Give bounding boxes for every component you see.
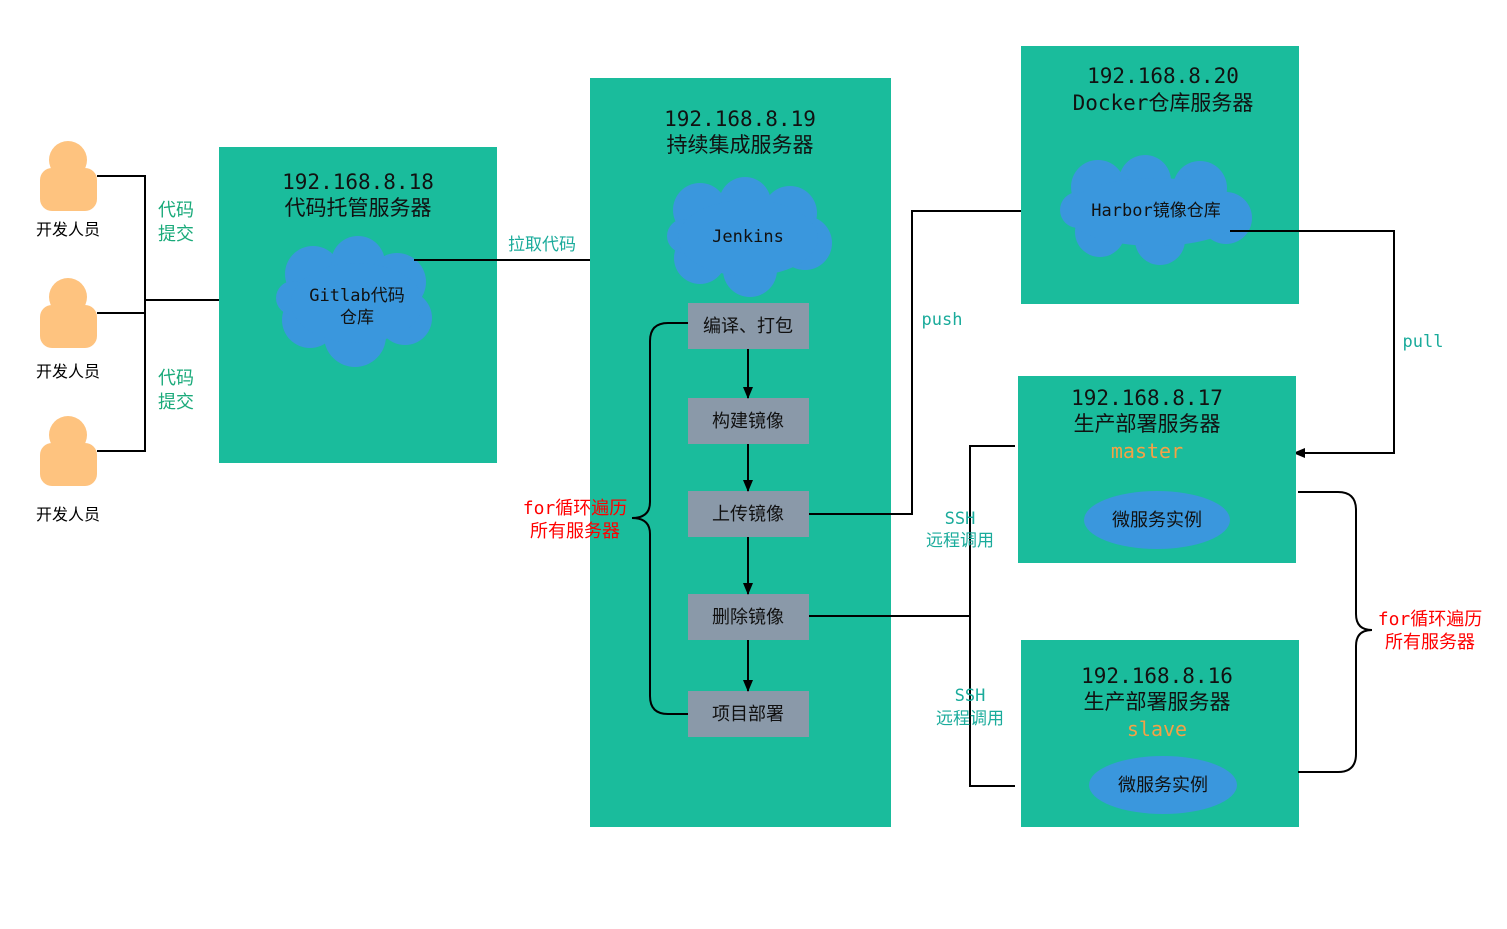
developer-1: 开发人员 (36, 141, 100, 239)
cloud-label: Harbor镜像仓库 (1091, 201, 1220, 221)
cloud-label: Jenkins (712, 227, 784, 247)
pull-code-label: 拉取代码 (508, 235, 576, 255)
step-compile-package (688, 303, 809, 349)
server-name: 代码托管服务器 (285, 196, 432, 220)
cloud-icon (276, 236, 432, 367)
pull-label: pull (1403, 332, 1444, 352)
instance-label: 微服务实例 (1118, 775, 1208, 796)
server-ip: 192.168.8.17 (1071, 386, 1223, 410)
step-label: 编译、打包 (703, 316, 793, 337)
loop-label-line2: 所有服务器 (530, 521, 620, 542)
gitlab-server: 192.168.8.18 代码托管服务器 Gitlab代码 仓库 (219, 147, 497, 463)
server-name: Docker仓库服务器 (1073, 91, 1254, 115)
step-label: 上传镜像 (712, 504, 784, 525)
microservice-instance (1089, 756, 1237, 814)
server-role: slave (1127, 717, 1187, 741)
commit-label-line1: 代码 (158, 368, 194, 389)
person-icon (40, 416, 97, 486)
ssh-label-line2: 远程调用 (936, 709, 1004, 729)
commit-label-line1: 代码 (158, 200, 194, 221)
server-ip: 192.168.8.16 (1081, 664, 1233, 688)
commit-label-line2: 提交 (158, 224, 194, 245)
ci-server: 192.168.8.19 持续集成服务器 Jenkins 编译、打包 构建镜像 … (590, 78, 891, 827)
ssh-label-line1: SSH (955, 686, 986, 706)
loop-label-line2: 所有服务器 (1385, 632, 1475, 653)
ssh-label-line1: SSH (945, 509, 976, 529)
loop-label-line1: for循环遍历 (1378, 609, 1483, 630)
ssh-connector (809, 445, 1015, 787)
developer-label: 开发人员 (36, 362, 100, 381)
instance-label: 微服务实例 (1112, 510, 1202, 531)
cloud-icon (667, 177, 832, 297)
person-icon (40, 141, 97, 211)
master-server: 192.168.8.17 生产部署服务器 master 微服务实例 (1018, 376, 1296, 563)
server-ip: 192.168.8.20 (1087, 64, 1239, 88)
loop-label-line1: for循环遍历 (523, 498, 628, 519)
developer-label: 开发人员 (36, 505, 100, 524)
docker-server: 192.168.8.20 Docker仓库服务器 Harbor镜像仓库 (1021, 46, 1299, 304)
slave-server: 192.168.8.16 生产部署服务器 slave 微服务实例 (1021, 640, 1299, 827)
server-role: master (1111, 439, 1183, 463)
microservice-instance (1084, 491, 1230, 549)
cloud-label-line1: Gitlab代码 (309, 286, 404, 306)
server-name: 生产部署服务器 (1074, 412, 1221, 436)
cloud-label-line2: 仓库 (340, 308, 374, 328)
developer-3: 开发人员 (36, 416, 100, 524)
loop-brace (1298, 491, 1373, 773)
push-label: push (922, 310, 963, 330)
ssh-label-line2: 远程调用 (926, 531, 994, 551)
step-delete-image (688, 594, 809, 640)
step-deploy-project (688, 691, 809, 737)
commit-label-line2: 提交 (158, 392, 194, 413)
person-icon (40, 278, 97, 348)
server-ip: 192.168.8.19 (664, 107, 816, 131)
server-name: 生产部署服务器 (1084, 690, 1231, 714)
server-name: 持续集成服务器 (667, 133, 814, 157)
developer-2: 开发人员 (36, 278, 100, 381)
step-build-image (688, 398, 809, 444)
step-upload-image (688, 491, 809, 537)
push-arrow (809, 206, 1063, 515)
server-ip: 192.168.8.18 (282, 170, 434, 194)
loop-brace (631, 322, 688, 715)
developer-connector (97, 175, 146, 452)
step-label: 项目部署 (712, 704, 784, 725)
step-label: 构建镜像 (712, 411, 784, 432)
developer-label: 开发人员 (36, 220, 100, 239)
step-label: 删除镜像 (712, 607, 784, 628)
pull-arrow (1230, 230, 1395, 458)
